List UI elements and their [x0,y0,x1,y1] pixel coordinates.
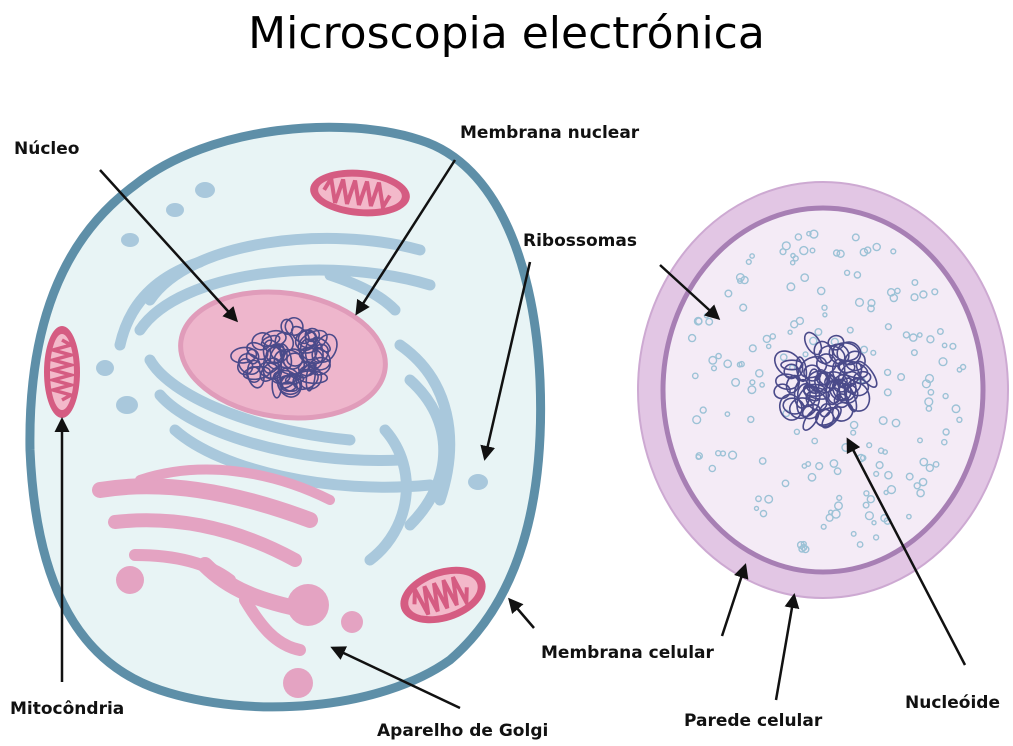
mitochondrion-left [44,326,80,418]
prokaryotic-cell [638,182,1008,598]
label-ribossomas: Ribossomas [523,231,637,251]
label-parede-celular: Parede celular [684,711,823,731]
label-aparelho-golgi: Aparelho de Golgi [377,721,548,741]
label-nucleo: Núcleo [14,139,79,159]
label-mitocondria: Mitocôndria [10,699,124,719]
arrow-membrana-celular-euk [510,600,534,628]
label-membrana-celular: Membrana celular [541,643,715,663]
arrow-membrana-celular-pro [722,566,745,636]
label-membrana-nuclear: Membrana nuclear [460,123,640,143]
arrow-parede-celular [776,596,794,700]
label-nucleoide: Nucleóide [905,693,1000,713]
eukaryotic-cell [30,127,541,707]
